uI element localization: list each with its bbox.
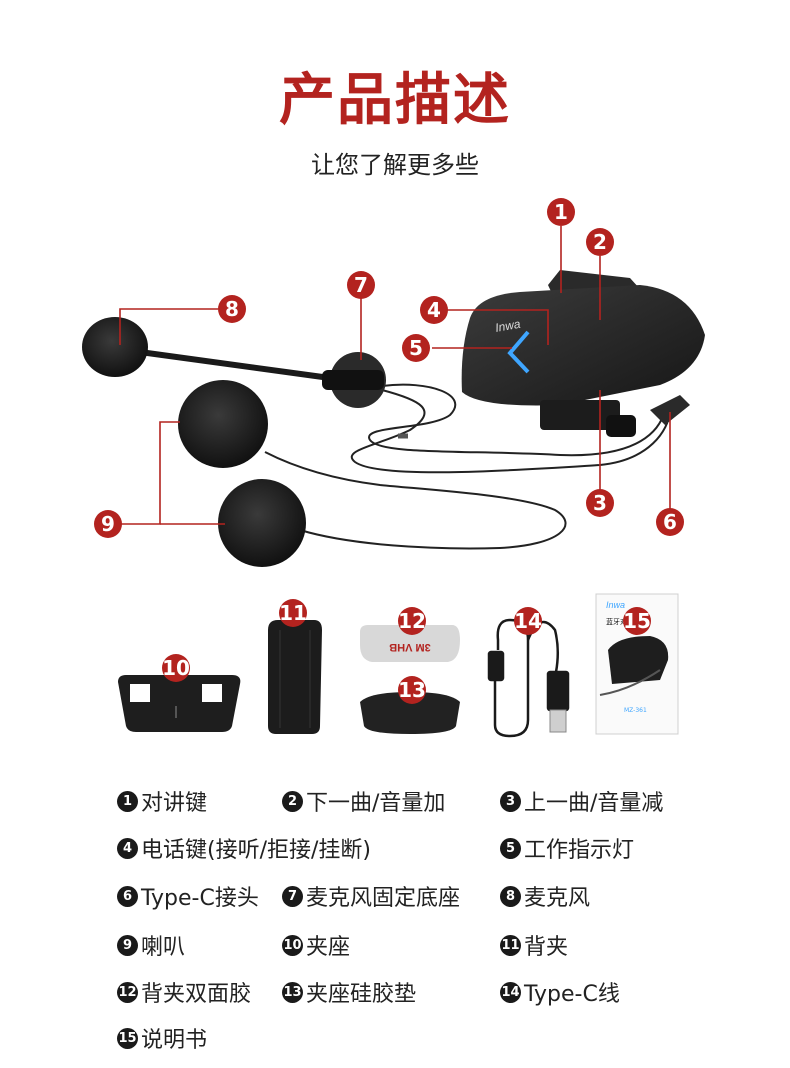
callout-15: 15 <box>623 607 651 635</box>
svg-text:11: 11 <box>279 601 307 625</box>
svg-text:2: 2 <box>593 230 607 254</box>
product-diagram: Inwa 1 2 3 4 5 6 7 8 9 3M VHB <box>82 198 705 738</box>
svg-text:4: 4 <box>427 298 441 322</box>
callout-4: 4 <box>420 296 448 324</box>
svg-text:10: 10 <box>162 656 190 680</box>
svg-text:Inwa: Inwa <box>606 600 625 610</box>
callout-14: 14 <box>514 607 542 635</box>
svg-text:9: 9 <box>101 512 115 536</box>
speaker-top <box>178 380 268 468</box>
svg-text:13: 13 <box>398 678 426 702</box>
back-clip <box>268 620 322 734</box>
svg-text:5: 5 <box>409 336 423 360</box>
callout-9: 9 <box>94 510 122 538</box>
callout-7: 7 <box>347 271 375 299</box>
svg-text:15: 15 <box>623 609 651 633</box>
callout-8: 8 <box>218 295 246 323</box>
page-title: 产品描述 <box>279 68 511 133</box>
svg-text:3M VHB: 3M VHB <box>389 641 431 653</box>
svg-text:14: 14 <box>514 609 542 633</box>
callout-1: 1 <box>547 198 575 226</box>
callout-6: 6 <box>656 508 684 536</box>
type-c-cable <box>487 618 570 738</box>
callout-2: 2 <box>586 228 614 256</box>
callout-11: 11 <box>279 599 307 627</box>
svg-text:7: 7 <box>354 273 368 297</box>
svg-text:1: 1 <box>554 200 568 224</box>
speaker-bottom <box>218 479 306 567</box>
svg-text:6: 6 <box>663 510 677 534</box>
callout-10: 10 <box>162 654 190 682</box>
microphone <box>82 317 331 381</box>
intercom-unit <box>461 270 705 437</box>
adhesive-pad: 3M VHB <box>360 625 460 662</box>
svg-text:MZ-361: MZ-361 <box>624 707 647 714</box>
svg-text:12: 12 <box>398 609 426 633</box>
svg-text:8: 8 <box>225 297 239 321</box>
svg-text:3: 3 <box>593 491 607 515</box>
page-subtitle: 让您了解更多些 <box>311 151 479 179</box>
brand-logo: Inwa <box>494 317 522 335</box>
clip-base <box>118 675 241 732</box>
mic-base <box>322 352 386 408</box>
callout-13: 13 <box>398 676 426 704</box>
callout-3: 3 <box>586 489 614 517</box>
callout-lines <box>119 226 671 525</box>
callout-12: 12 <box>398 607 426 635</box>
speaker-cables <box>264 383 671 550</box>
silicone-pad <box>360 692 460 734</box>
callout-5: 5 <box>402 334 430 362</box>
